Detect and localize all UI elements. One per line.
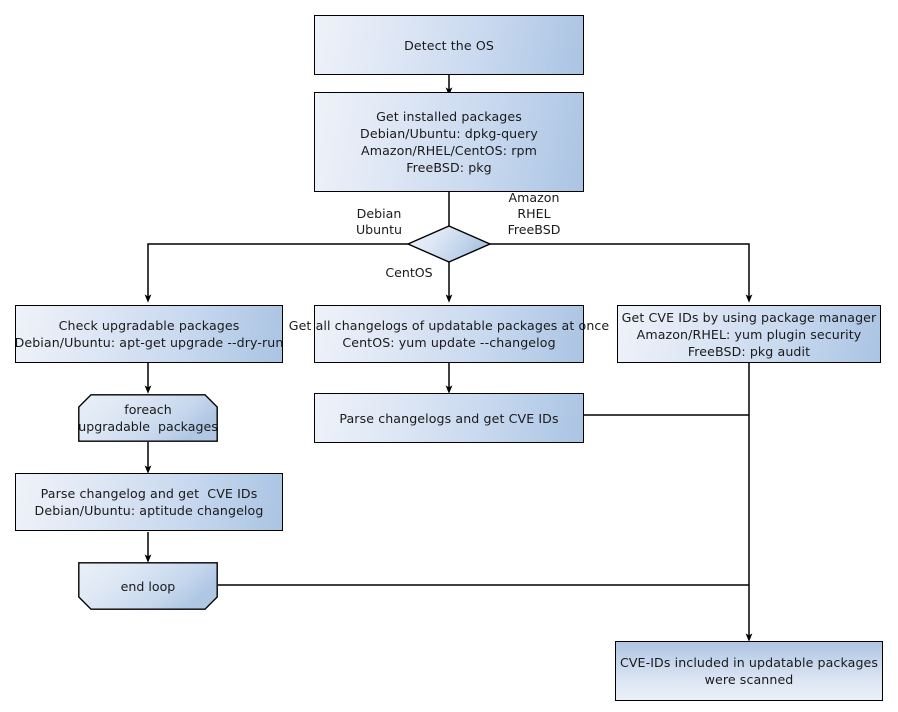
node-get-cve-ids-line1: Get CVE IDs by using package manager	[621, 309, 877, 325]
node-check-upgradable-line2: Debian/Ubuntu: apt-get upgrade --dry-run	[14, 335, 284, 350]
end-loop-shape	[78, 562, 218, 610]
edge-label-centos-text: CentOS	[385, 265, 433, 280]
node-end-loop[interactable]: end loop	[78, 562, 218, 610]
node-get-installed-packages-line4: FreeBSD: pkg	[406, 160, 492, 175]
node-scanned-result-line1: CVE-IDs included in updatable packages	[619, 655, 879, 670]
node-detect-os[interactable]: Detect the OS	[314, 15, 584, 75]
node-scanned-result-line2: were scanned	[704, 672, 794, 687]
node-parse-changelogs-multi[interactable]: Parse changelogs and get CVE IDs	[314, 393, 584, 443]
node-get-all-changelogs-line2: CentOS: yum update --changelog	[342, 335, 556, 350]
node-check-upgradable-line1: Check upgradable packages	[58, 318, 240, 333]
node-parse-changelog-single-line2: Debian/Ubuntu: aptitude changelog	[34, 503, 264, 518]
edge-label-centos: CentOS	[378, 265, 440, 281]
node-get-installed-packages-line3: Amazon/RHEL/CentOS: rpm	[361, 143, 537, 158]
edge-label-debian-ubuntu-text: Debian Ubuntu	[355, 206, 403, 237]
edge-label-amazon-rhel-freebsd: Amazon RHEL FreeBSD	[497, 190, 571, 238]
node-get-all-changelogs-line1: Get all changelogs of updatable packages…	[288, 318, 610, 333]
node-check-upgradable-packages[interactable]: Check upgradable packages Debian/Ubuntu:…	[15, 305, 283, 363]
node-get-cve-ids-line3: FreeBSD: pkg audit	[687, 343, 811, 359]
node-get-cve-ids-package-manager[interactable]: Get CVE IDs by using package manager Ama…	[617, 305, 881, 363]
edge-label-amazon-rhel-freebsd-text: Amazon RHEL FreeBSD	[507, 190, 561, 237]
edge-label-debian-ubuntu: Debian Ubuntu	[348, 206, 410, 238]
edge-decision-to-cve-pkgmgr	[490, 243, 753, 303]
node-get-installed-packages-line1: Get installed packages	[376, 109, 522, 124]
node-parse-changelog-single-line1: Parse changelog and get CVE IDs	[40, 486, 258, 501]
node-parse-changelog-single[interactable]: Parse changelog and get CVE IDs Debian/U…	[15, 473, 283, 531]
node-scanned-result[interactable]: CVE-IDs included in updatable packages w…	[615, 641, 883, 701]
node-get-cve-ids-line2: Amazon/RHEL: yum plugin security	[636, 326, 862, 342]
node-foreach-upgradable-packages[interactable]: foreach upgradable packages	[78, 394, 218, 442]
node-get-all-changelogs[interactable]: Get all changelogs of updatable packages…	[289, 305, 609, 363]
node-get-installed-packages[interactable]: Get installed packages Debian/Ubuntu: dp…	[314, 92, 584, 192]
decision-diamond-os[interactable]	[406, 225, 492, 263]
node-parse-changelogs-multi-label: Parse changelogs and get CVE IDs	[339, 410, 559, 426]
foreach-shape	[78, 394, 218, 442]
edge-decision-to-check-upgradable	[144, 243, 408, 303]
node-detect-os-label: Detect the OS	[404, 37, 494, 53]
node-get-installed-packages-line2: Debian/Ubuntu: dpkg-query	[360, 126, 538, 141]
